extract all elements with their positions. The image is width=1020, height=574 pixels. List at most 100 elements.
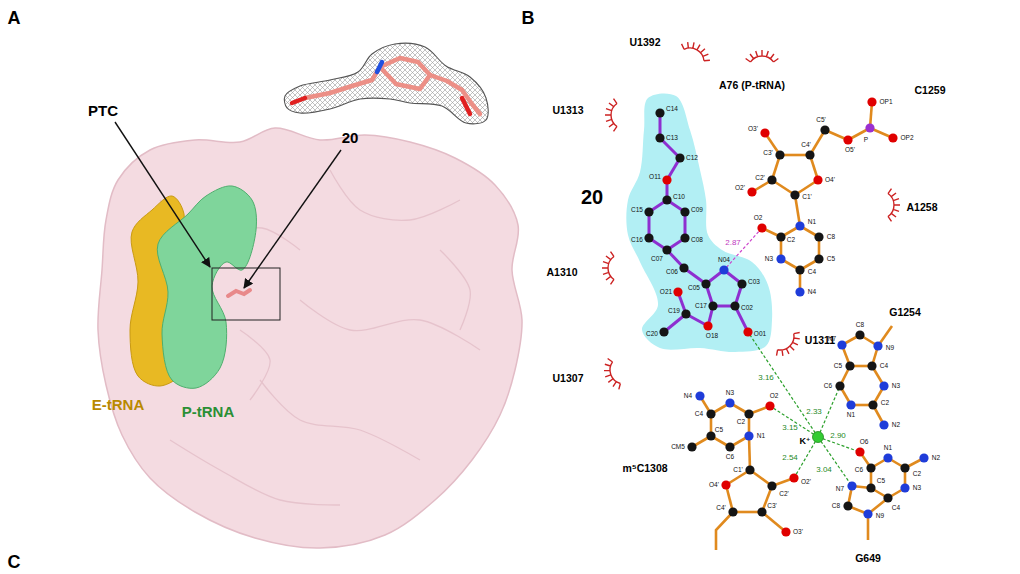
atom-label: C05 [688, 285, 700, 292]
atom-label: N7 [828, 336, 836, 343]
atom-label: C02 [741, 305, 753, 312]
ligand-small [228, 290, 250, 296]
atom-label: C6 [726, 454, 734, 461]
atom-label: O2' [735, 185, 745, 192]
atom-dot [679, 263, 688, 272]
atom-label: C08 [691, 237, 703, 244]
surface-detail [300, 300, 480, 350]
atom-dot [708, 301, 717, 310]
atom-label: N7 [836, 486, 844, 493]
residue-bond [795, 195, 800, 226]
atom-dot [744, 409, 753, 418]
atom-label: C5 [834, 363, 842, 370]
ligand-halo [626, 93, 772, 352]
atom-dot [855, 447, 864, 456]
distance-label: 3.04 [815, 466, 833, 474]
atom-dot [795, 265, 804, 274]
residue-bond [716, 512, 733, 550]
atom-label: N3 [913, 485, 921, 492]
atom-dot [781, 527, 790, 536]
ribosome-surface [98, 128, 522, 548]
atom-dot [867, 361, 876, 370]
distance-label: 2.87 [725, 239, 741, 247]
atom-dot [873, 341, 882, 350]
hydrophobic-contact [682, 42, 710, 61]
atom-label: N2 [932, 455, 940, 462]
atom-dot [767, 481, 776, 490]
atom-dot [789, 473, 798, 482]
residue-bond [749, 436, 750, 470]
atom-dot [865, 123, 874, 132]
atom-dot [767, 175, 776, 184]
atom-dot [866, 463, 875, 472]
atom-label: O5' [845, 147, 855, 154]
atom-dot [790, 190, 799, 199]
atom-label: O2 [754, 215, 763, 222]
hydrophobic-contact [604, 359, 620, 390]
atom-label: N4 [808, 289, 816, 296]
atom-dot [745, 465, 754, 474]
ribosome-panel [98, 30, 595, 548]
atom-dot [662, 195, 671, 204]
atom-label: O01 [754, 331, 766, 338]
atom-dot [855, 330, 864, 339]
residue-label: U1392 [630, 37, 661, 48]
residue-label: m⁵C1308 [622, 463, 667, 474]
atom-label: C4' [801, 142, 811, 149]
atom-label: O2 [770, 393, 779, 400]
atom-dot [644, 207, 653, 216]
atom-label: N3 [892, 383, 900, 390]
atom-label: C19 [668, 308, 680, 315]
atom-dot [776, 232, 785, 241]
atom-label: C03 [748, 279, 760, 286]
atom-dot [655, 133, 664, 142]
atom-dot [845, 361, 854, 370]
atom-dot [879, 381, 888, 390]
atom-label: C2 [737, 419, 745, 426]
callout-label: 20 [342, 130, 359, 145]
atom-label: C15 [631, 207, 643, 214]
atom-dot [776, 254, 785, 263]
residue-label: U1313 [553, 105, 584, 116]
atom-dot [879, 420, 888, 429]
atom-label: C2 [881, 400, 889, 407]
atom-label: C07 [651, 256, 663, 263]
atom-label: C3' [763, 150, 773, 157]
atom-dot [747, 187, 756, 196]
atom-label: C4 [880, 363, 888, 370]
surface-detail [440, 250, 470, 330]
atom-dot [721, 480, 730, 489]
atom-dot [662, 245, 671, 254]
atom-label: C2 [913, 471, 921, 478]
atom-label: O21 [660, 289, 672, 296]
atom-label: O3' [793, 529, 803, 536]
ligand-stick [377, 62, 382, 72]
atom-label: O4' [825, 177, 835, 184]
atom-label: N1 [884, 445, 892, 452]
atom-dot [744, 431, 753, 440]
density-mesh [160, 30, 595, 130]
atom-label: N9 [886, 345, 894, 352]
atom-label: N9 [876, 513, 884, 520]
atom-label: N1 [757, 433, 765, 440]
atom-dot [730, 301, 739, 310]
atom-dot [820, 125, 829, 134]
atom-label: N3 [765, 256, 773, 263]
atom-dot [728, 507, 737, 516]
atom-dot [659, 327, 668, 336]
atom-label: CM5 [671, 444, 685, 451]
atom-dot [813, 175, 822, 184]
atom-dot [868, 400, 877, 409]
atom-label: C17 [695, 303, 707, 310]
atom-label: N1 [808, 219, 816, 226]
hydrophobic-contact [777, 333, 800, 356]
distance-label: 3.16 [757, 374, 775, 382]
panel-letter: B [522, 9, 535, 27]
atom-label: C06 [666, 269, 678, 276]
atom-label: C2 [787, 237, 795, 244]
atom-label: N04 [718, 257, 730, 264]
atom-label: C1' [733, 467, 743, 474]
compound-number: 20 [581, 187, 603, 207]
atom-label: N1 [847, 412, 855, 419]
